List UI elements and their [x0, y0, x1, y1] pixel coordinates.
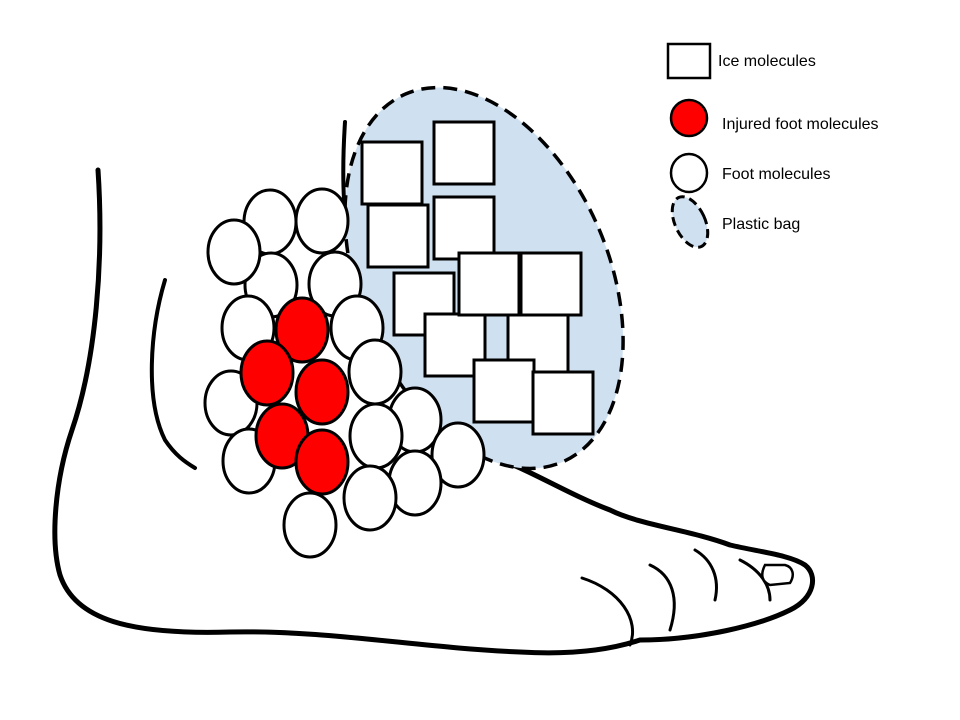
foot-molecule: [342, 464, 398, 532]
injured-molecule: [294, 358, 350, 426]
injured-molecule: [239, 339, 295, 407]
legend-label-ice: Ice molecules: [718, 53, 816, 70]
foot-molecule: [282, 491, 338, 559]
ice-molecule: [360, 140, 424, 206]
foot-molecule: [430, 421, 486, 489]
ice-molecule: [432, 120, 496, 186]
dashed-ellipse-icon: [670, 195, 710, 249]
injured-molecule: [294, 428, 350, 496]
legend-label-foot: Foot molecules: [722, 166, 831, 183]
ice-molecules: [360, 120, 595, 436]
foot-molecules: [203, 187, 486, 559]
foot-molecule: [347, 338, 403, 406]
white-circle-icon: [669, 152, 709, 194]
ice-molecule: [472, 358, 536, 424]
foot-molecule: [348, 402, 404, 470]
injured-foot-molecules: [239, 296, 350, 496]
legend-label-bag: Plastic bag: [722, 216, 800, 233]
red-circle-icon: [669, 98, 709, 138]
legend: Ice molecules Injured foot molecules Foo…: [666, 42, 879, 249]
ice-molecule: [432, 195, 496, 261]
foot-molecule: [294, 187, 350, 255]
ice-molecule: [366, 203, 430, 269]
square-icon: [666, 42, 712, 80]
injured-molecule: [274, 296, 330, 364]
foot-molecule: [206, 218, 262, 286]
ice-molecule: [531, 370, 595, 436]
ice-molecule: [519, 251, 583, 317]
ice-molecule: [457, 251, 521, 317]
legend-label-injured: Injured foot molecules: [722, 116, 879, 133]
